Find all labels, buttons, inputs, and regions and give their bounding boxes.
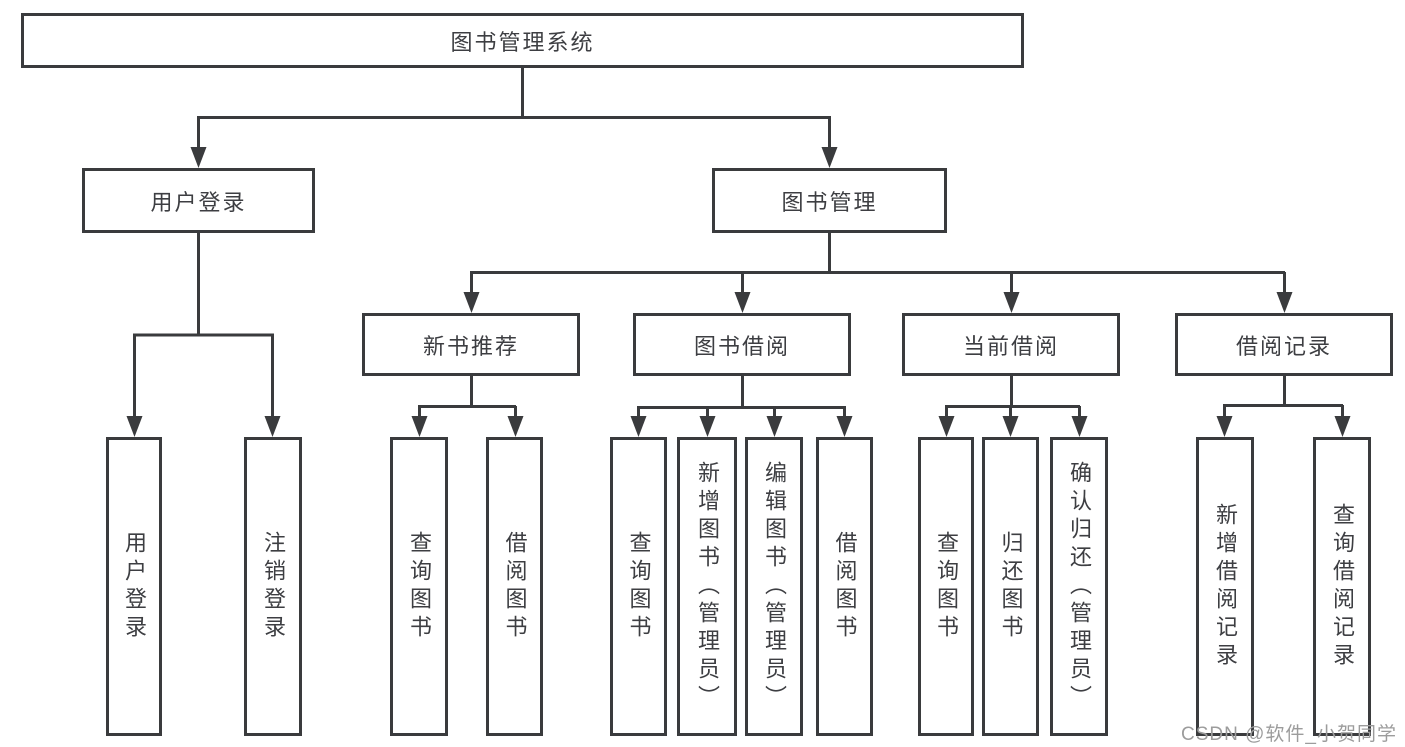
leaf-return-books-label: 归还图书: [998, 530, 1024, 643]
leaf-query-borrow-record: 查询借阅记录: [1313, 437, 1371, 736]
node-user-login-label: 用户登录: [150, 189, 247, 215]
leaf-borrow-books-label: 借阅图书: [832, 530, 858, 643]
leaf-borrow-books: 借阅图书: [816, 437, 873, 736]
leaf-borrow-books-recommend-label: 借阅图书: [502, 530, 528, 643]
node-book-borrowing-label: 图书借阅: [693, 333, 790, 359]
leaf-add-books-admin-label: 新增图书（管理员）: [695, 460, 720, 713]
leaf-add-borrow-record: 新增借阅记录: [1196, 437, 1254, 736]
leaf-add-books-admin: 新增图书（管理员）: [677, 437, 737, 736]
node-user-login: 用户登录: [82, 168, 315, 233]
leaf-query-books-recommend-label: 查询图书: [407, 530, 432, 643]
leaf-logout-label: 注销登录: [261, 530, 286, 643]
node-book-borrowing: 图书借阅: [633, 313, 851, 376]
leaf-confirm-return-admin-label: 确认归还（管理员）: [1067, 460, 1092, 713]
node-borrowing-records-label: 借阅记录: [1235, 333, 1332, 359]
leaf-confirm-return-admin: 确认归还（管理员）: [1050, 437, 1108, 736]
node-current-borrowing-label: 当前借阅: [962, 333, 1059, 359]
leaf-user-login-label: 用户登录: [122, 530, 147, 643]
node-root: 图书管理系统: [21, 13, 1024, 68]
node-book-management-label: 图书管理: [781, 189, 878, 215]
leaf-edit-books-admin-label: 编辑图书（管理员）: [762, 460, 787, 713]
watermark: CSDN @软件_小贺同学: [1181, 724, 1397, 745]
leaf-user-login: 用户登录: [106, 437, 162, 736]
node-book-management: 图书管理: [712, 168, 947, 233]
node-root-label: 图书管理系统: [450, 29, 595, 55]
node-new-book-recommend: 新书推荐: [362, 313, 580, 376]
leaf-return-books: 归还图书: [982, 437, 1039, 736]
leaf-query-borrow-record-label: 查询借阅记录: [1330, 502, 1355, 671]
node-borrowing-records: 借阅记录: [1175, 313, 1393, 376]
leaf-query-books-recommend: 查询图书: [390, 437, 448, 736]
leaf-add-borrow-record-label: 新增借阅记录: [1213, 502, 1238, 671]
leaf-logout: 注销登录: [244, 437, 302, 736]
leaf-borrow-books-recommend: 借阅图书: [486, 437, 543, 736]
leaf-query-books-borrowing: 查询图书: [610, 437, 667, 736]
leaf-edit-books-admin: 编辑图书（管理员）: [745, 437, 803, 736]
leaf-query-books-current: 查询图书: [918, 437, 974, 736]
node-current-borrowing: 当前借阅: [902, 313, 1120, 376]
node-new-book-recommend-label: 新书推荐: [422, 333, 519, 359]
leaf-query-books-current-label: 查询图书: [934, 530, 959, 643]
leaf-query-books-borrowing-label: 查询图书: [626, 530, 652, 643]
